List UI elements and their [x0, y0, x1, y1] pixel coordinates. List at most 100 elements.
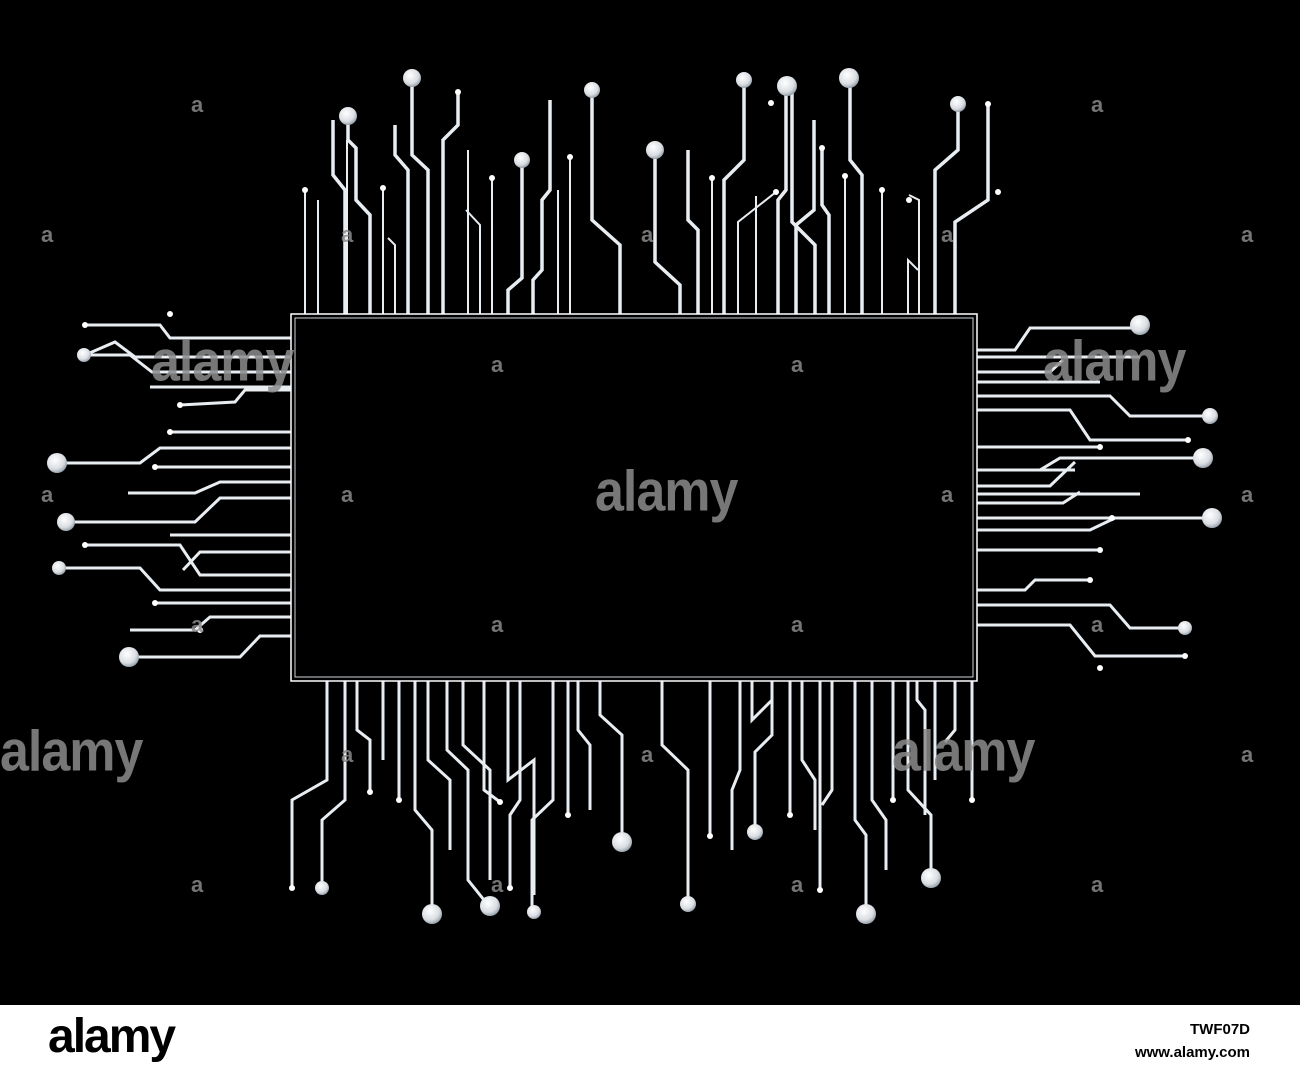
circuit-pad: [1185, 437, 1191, 443]
circuit-pad: [787, 812, 793, 818]
circuit-pad: [736, 72, 752, 88]
circuit-pad: [527, 905, 541, 919]
circuit-pad: [777, 76, 797, 96]
circuit-trace: [85, 323, 291, 340]
circuit-pad: [1202, 508, 1222, 528]
watermark-mark: a: [941, 482, 953, 507]
footer-logo: alamy: [48, 1010, 176, 1063]
circuit-trace: [128, 480, 291, 495]
circuit-pad: [612, 832, 632, 852]
circuit-trace: [461, 681, 492, 880]
circuit-trace: [977, 394, 1210, 418]
circuit-trace: [179, 388, 291, 407]
circuit-trace: [445, 681, 490, 906]
circuit-pad: [197, 627, 203, 633]
circuit-pad: [47, 453, 67, 473]
circuit-trace: [915, 681, 927, 815]
circuit-pad: [680, 896, 696, 912]
pad-group: [47, 68, 1222, 924]
circuit-pad: [768, 100, 774, 106]
watermark-word: alamy: [151, 330, 294, 394]
circuit-pad: [339, 107, 357, 125]
circuit-pad: [489, 175, 495, 181]
circuit-trace: [977, 578, 1090, 592]
circuit-pad: [839, 68, 859, 88]
circuit-pad: [57, 513, 75, 531]
circuit-trace: [730, 681, 742, 850]
circuit-pad: [890, 797, 896, 803]
circuit-trace: [977, 623, 1185, 658]
circuit-pad: [584, 82, 600, 98]
watermark-mark: a: [491, 612, 503, 637]
circuit-trace: [907, 257, 919, 314]
circuit-trace: [331, 120, 347, 314]
watermark-mark: a: [341, 742, 353, 767]
circuit-pad: [565, 812, 571, 818]
circuit-trace: [130, 615, 291, 632]
circuit-pad: [152, 600, 158, 606]
watermark-mark: a: [791, 612, 803, 637]
circuit-trace: [977, 326, 1140, 352]
watermark-mark: a: [191, 612, 203, 637]
circuit-trace: [977, 456, 1203, 472]
watermark-word: alamy: [892, 720, 1035, 784]
circuit-pad: [567, 154, 573, 160]
circuit-pad: [921, 868, 941, 888]
circuit-trace: [426, 681, 452, 850]
circuit-trace: [977, 603, 1185, 630]
circuit-pad: [709, 175, 715, 181]
circuit-pad: [1087, 577, 1093, 583]
circuit-pad: [480, 896, 500, 916]
circuit-trace: [953, 105, 990, 314]
circuit-pad: [403, 69, 421, 87]
circuit-trace: [800, 681, 817, 830]
circuit-pad: [707, 833, 713, 839]
circuit-pad: [367, 789, 373, 795]
trace-group: [57, 80, 1212, 913]
circuit-pad: [950, 96, 966, 112]
circuit-trace: [59, 566, 291, 592]
footer-image-id: TWF07D: [1190, 1021, 1250, 1038]
circuit-trace: [906, 681, 933, 878]
circuit-trace: [848, 80, 864, 314]
circuit-trace: [576, 681, 592, 810]
watermark-mark: a: [341, 222, 353, 247]
circuit-trace: [84, 340, 291, 359]
circuit-pad: [380, 185, 386, 191]
circuit-pad: [167, 429, 173, 435]
watermark-mark: a: [191, 872, 203, 897]
circuit-pad: [969, 797, 975, 803]
circuit-pad: [906, 197, 912, 203]
circuit-pad: [514, 152, 530, 168]
watermark-mark: a: [941, 222, 953, 247]
circuit-trace: [820, 150, 831, 314]
circuit-trace: [387, 237, 396, 314]
circuit-trace: [794, 120, 816, 314]
circuit-pad: [1182, 653, 1188, 659]
circuit-trace: [750, 680, 774, 724]
watermark-mark: a: [41, 482, 53, 507]
watermark-mark: a: [1091, 92, 1103, 117]
circuit-pad: [167, 311, 173, 317]
circuit-pad: [985, 101, 991, 107]
circuit-trace: [346, 118, 372, 314]
circuit-pad: [747, 824, 763, 840]
circuit-trace: [722, 82, 746, 314]
circuit-trace: [853, 681, 868, 912]
circuit-trace: [129, 634, 291, 659]
watermark-mark: a: [1241, 742, 1253, 767]
circuit-pad: [817, 887, 823, 893]
circuit-pad: [646, 141, 664, 159]
watermark-mark: a: [641, 222, 653, 247]
circuit-pad: [1130, 315, 1150, 335]
circuit-pad: [819, 145, 825, 151]
footer-url: www.alamy.com: [1134, 1044, 1250, 1061]
circuit-trace: [85, 353, 291, 374]
watermark-mark: a: [1091, 872, 1103, 897]
circuit-trace: [753, 681, 774, 830]
circuit-trace: [977, 460, 1077, 488]
circuit-trace: [660, 681, 690, 900]
watermark-mark: a: [1241, 482, 1253, 507]
circuit-trace: [590, 92, 622, 314]
